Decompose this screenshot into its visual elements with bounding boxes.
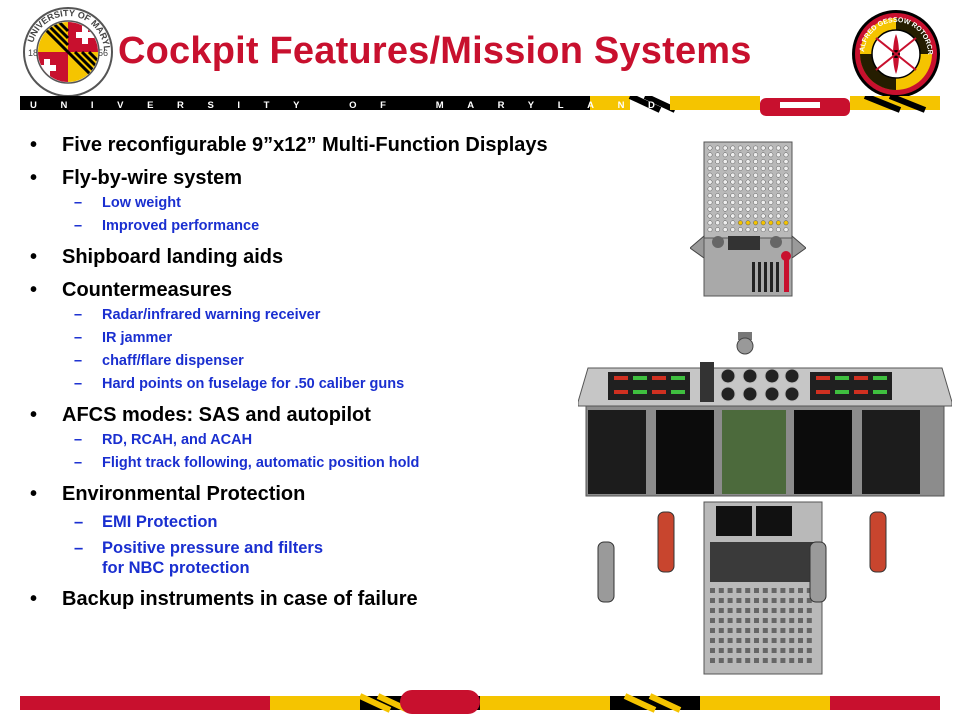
bullet-text: Countermeasures: [62, 279, 233, 301]
sub-bullet-text: Flight track following, automatic positi…: [102, 455, 420, 471]
bullet-marker: •: [30, 279, 38, 301]
bullet-marker: •: [30, 246, 38, 268]
university-band-text: UNIVERSITY OF MARYLAND: [30, 100, 679, 111]
bullet-marker: •: [30, 167, 38, 189]
bullet-item: • Shipboard landing aids: [26, 246, 616, 269]
bullet-text: Five reconfigurable 9”x12” Multi-Functio…: [62, 134, 548, 156]
sub-bullet-marker: –: [74, 218, 83, 234]
seal-year-left: 18: [28, 48, 38, 58]
sub-bullet-marker: –: [74, 432, 83, 448]
sub-bullet-marker: –: [74, 376, 83, 392]
overhead-switch-panel: [690, 141, 806, 297]
rotorcraft-center-logo: ALFRED GESSOW ROTORCRAFT CENTER: [850, 8, 940, 98]
sub-bullet-item: – Low weight: [26, 194, 616, 213]
sub-bullet-text: Hard points on fuselage for .50 caliber …: [102, 376, 405, 392]
bullet-text: Shipboard landing aids: [62, 246, 284, 268]
bullet-marker: •: [30, 134, 38, 156]
bullet-list: • Five reconfigurable 9”x12” Multi-Functi…: [26, 124, 616, 611]
bullet-item: • Backup instruments in case of failure: [26, 588, 616, 611]
bullet-item: • AFCS modes: SAS and autopilot: [26, 404, 616, 427]
sub-bullet-marker: –: [74, 539, 84, 557]
sub-bullet-item: – Hard points on fuselage for .50 caliber…: [26, 375, 616, 394]
bullet-text: Backup instruments in case of failure: [62, 588, 418, 610]
sub-bullet-text: EMI Protection: [102, 513, 218, 531]
sub-bullet-text: chaff/flare dispenser: [102, 353, 244, 369]
slide-title: Cockpit Features/Mission Systems: [118, 30, 752, 72]
bullet-text: Fly-by-wire system: [62, 167, 243, 189]
sub-bullet-text: RD, RCAH, and ACAH: [102, 432, 253, 448]
sub-bullet-marker: –: [74, 307, 83, 323]
sub-bullet-item: –Positive pressure and filters for NBC p…: [26, 538, 616, 578]
bullet-item: • Environmental Protection: [26, 483, 616, 506]
sub-bullet-item: – RD, RCAH, and ACAH: [26, 431, 616, 450]
sub-bullet-item: – Improved performance: [26, 217, 616, 236]
sub-bullet-text: Low weight: [102, 195, 181, 211]
bullet-item: • Five reconfigurable 9”x12” Multi-Functi…: [26, 134, 616, 157]
university-seal-logo: UNIVERSITY OF MARYLAND 18 56: [22, 6, 113, 97]
sub-bullet-text: Radar/infrared warning receiver: [102, 307, 321, 323]
bullet-marker: •: [30, 588, 38, 610]
bullet-text: Environmental Protection: [62, 483, 306, 505]
bullet-item: • Fly-by-wire system: [26, 167, 616, 190]
sub-bullet-text: Improved performance: [102, 218, 260, 234]
bullet-marker: •: [30, 404, 38, 426]
sub-bullet-item: – Flight track following, automatic posit…: [26, 454, 616, 473]
sub-bullet-marker: –: [74, 353, 83, 369]
bullet-text: AFCS modes: SAS and autopilot: [62, 404, 371, 426]
sub-bullet-marker: –: [74, 455, 83, 471]
sub-bullet-marker: –: [74, 195, 83, 211]
sub-bullet-text: Positive pressure and filters for NBC pr…: [102, 539, 324, 577]
sub-bullet-item: – IR jammer: [26, 329, 616, 348]
maryland-flag-band-bottom: [20, 690, 940, 714]
sub-bullet-item: – Radar/infrared warning receiver: [26, 306, 616, 325]
sub-bullet-text: IR jammer: [102, 330, 173, 346]
bullet-marker: •: [30, 483, 38, 505]
seal-year-right: 56: [98, 48, 108, 58]
maryland-flag-band-top: [20, 96, 940, 116]
sub-bullet-item: – chaff/flare dispenser: [26, 352, 616, 371]
cockpit-instrument-panel: [578, 332, 952, 675]
bullet-item: • Countermeasures: [26, 279, 616, 302]
sub-bullet-item: –EMI Protection: [26, 512, 616, 532]
sub-bullet-marker: –: [74, 330, 83, 346]
sub-bullet-marker: –: [74, 513, 84, 531]
